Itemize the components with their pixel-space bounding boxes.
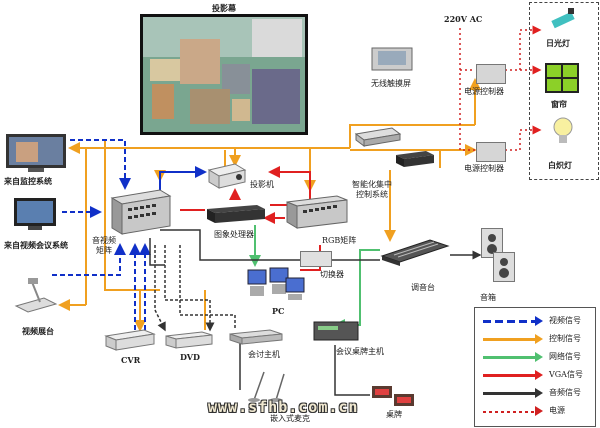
- legend-arrow: [535, 370, 543, 380]
- legend-line: [483, 356, 535, 359]
- legend-label: VGA信号: [549, 370, 583, 379]
- label-mixer: 调音台: [411, 283, 435, 292]
- website-watermark: www.sfhb.com.cn: [208, 398, 359, 416]
- signal-legend: 视频信号 控制信号 网络信号 VGA信号 音频信号 电源: [474, 307, 596, 427]
- legend-label: 网络信号: [549, 352, 581, 361]
- control-signal-lines: [58, 78, 481, 332]
- legend-arrow: [535, 352, 543, 362]
- av-matrix: [110, 188, 172, 236]
- projector: [205, 160, 247, 190]
- legend-line: [483, 411, 535, 413]
- cvr-recorder: [104, 328, 156, 352]
- label-monitor: 来自监控系统: [4, 176, 52, 186]
- pc-computers: [246, 266, 306, 302]
- legend-control: 控制信号: [483, 332, 593, 346]
- video-signal-lines: [52, 139, 151, 330]
- central-control-box: [394, 150, 436, 168]
- legend-label: 电源: [549, 406, 565, 415]
- legend-line: [483, 392, 535, 395]
- label-cvr: CVR: [121, 355, 141, 365]
- label-videoconference: 来自视频会议系统: [4, 240, 68, 250]
- lighting-panel: [529, 2, 599, 180]
- label-nameplate-host: 会议桌牌主机: [336, 347, 384, 356]
- label-ac-power: 220V AC: [444, 14, 483, 24]
- label-dvd: DVD: [180, 352, 200, 362]
- wireless-touch-panel: [370, 44, 414, 72]
- rgb-matrix: [285, 194, 349, 230]
- video-presenter: [14, 276, 58, 316]
- screen-image: [143, 17, 305, 132]
- label-av-matrix: 音视频 矩阵: [92, 236, 116, 255]
- monitor-display: [4, 132, 68, 174]
- power-controller-2: [476, 142, 506, 162]
- legend-audio: 音频信号: [483, 386, 593, 400]
- label-pc: PC: [272, 306, 285, 316]
- legend-video: 视频信号: [483, 314, 593, 328]
- label-power-controller-2: 电源控制器: [464, 164, 504, 173]
- label-speaker: 音箱: [480, 293, 496, 302]
- label-video-presenter: 视频展台: [22, 326, 54, 336]
- audio-signal-lines: [149, 229, 482, 396]
- vga-switcher: [300, 251, 332, 267]
- label-conference-host: 会讨主机: [248, 350, 280, 359]
- dvd-player: [164, 330, 214, 350]
- label-incandescent: 白炽灯: [548, 160, 572, 170]
- legend-arrow: [535, 316, 543, 326]
- label-image-processor: 图象处理器: [214, 230, 254, 239]
- label-curtain: 窗帘: [551, 99, 567, 109]
- label-nameplates: 桌牌: [386, 410, 402, 419]
- label-projector: 投影机: [250, 180, 274, 189]
- label-power-controller-1: 电源控制器: [464, 87, 504, 96]
- embedded-microphones: [246, 368, 296, 402]
- audio-mixer: [380, 238, 450, 268]
- projection-screen: [140, 14, 308, 135]
- label-central-control: 智能化集中 控制系统: [352, 180, 392, 199]
- curtain-icon: [545, 63, 579, 93]
- power-lines: [459, 25, 542, 151]
- power-controller-1: [476, 64, 506, 84]
- label-wireless-panel: 无线触摸屏: [371, 79, 411, 88]
- legend-label: 控制信号: [549, 334, 581, 343]
- legend-vga: VGA信号: [483, 368, 593, 382]
- legend-label: 音频信号: [549, 388, 581, 397]
- legend-arrow: [535, 334, 543, 344]
- legend-line: [483, 320, 535, 323]
- speaker-left: [481, 228, 503, 258]
- legend-arrow: [535, 406, 543, 416]
- videoconference-tv: [12, 196, 58, 232]
- label-microphones: 嵌入式麦克: [270, 414, 310, 423]
- incandescent-bulb-icon: [552, 117, 574, 145]
- speaker-right: [493, 252, 515, 282]
- image-processor: [205, 203, 267, 225]
- legend-line: [483, 374, 535, 377]
- conference-host: [228, 328, 284, 346]
- legend-power: 电源: [483, 404, 593, 418]
- label-switcher: 切换器: [320, 270, 344, 279]
- legend-arrow: [535, 388, 543, 398]
- legend-network: 网络信号: [483, 350, 593, 364]
- table-nameplates: [370, 384, 420, 410]
- nameplate-host: [312, 320, 360, 342]
- legend-label: 视频信号: [549, 316, 581, 325]
- fluorescent-lamp-icon: [548, 6, 580, 30]
- label-rgb-matrix: RGB矩阵: [322, 236, 357, 245]
- legend-line: [483, 338, 535, 341]
- label-fluorescent: 日光灯: [546, 38, 570, 48]
- central-control-unit: [354, 126, 402, 148]
- label-screen: 投影幕: [212, 3, 236, 13]
